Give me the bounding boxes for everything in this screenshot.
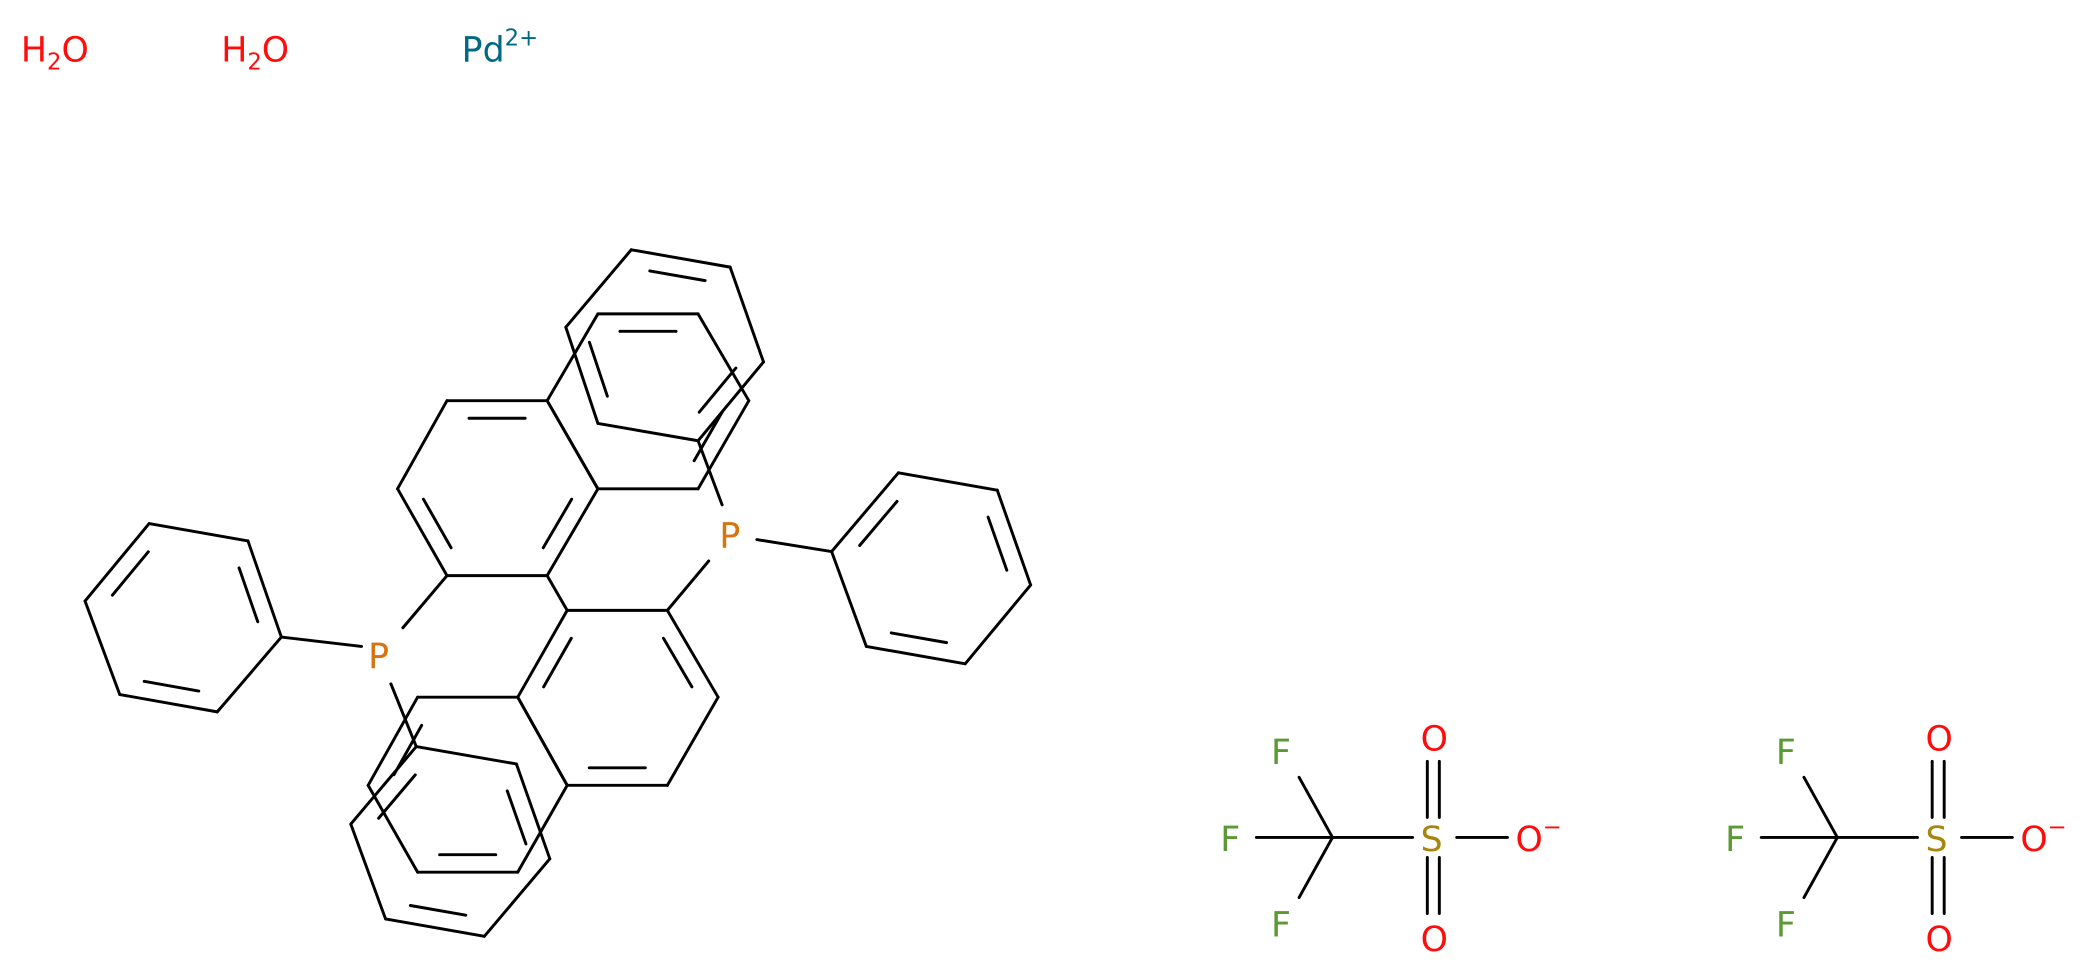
- aromatic-inner-bond: [408, 904, 468, 917]
- p-c-bond: [755, 538, 834, 554]
- ring-bond: [246, 539, 283, 639]
- ring-bond: [728, 265, 765, 364]
- ring-bond: [830, 471, 900, 554]
- ring-bond: [564, 248, 633, 329]
- ring-bond: [516, 695, 569, 787]
- ring-bond: [864, 644, 967, 666]
- phosphorus-1-label: P: [368, 637, 389, 677]
- ring-bond: [830, 550, 868, 648]
- p-c-bond: [279, 635, 363, 648]
- aromatic-inner-bond: [986, 515, 1009, 572]
- aromatic-inner-bond: [542, 636, 573, 689]
- ring-bond: [665, 695, 720, 787]
- ring-bond: [349, 745, 418, 826]
- ring-bond: [696, 312, 751, 403]
- ring-bond: [396, 399, 449, 491]
- ring-bond: [564, 325, 600, 425]
- sulfur-label: S: [1925, 820, 1947, 860]
- ring-bond: [545, 399, 600, 491]
- aromatic-inner-bond: [421, 497, 453, 550]
- c-f-bond: [1802, 835, 1839, 900]
- c-f-bond: [1802, 775, 1839, 839]
- fluorine-label: F: [1220, 820, 1240, 860]
- ring-bond: [118, 693, 219, 714]
- aromatic-inner-bond: [587, 340, 609, 398]
- fluorine-label: F: [1271, 905, 1291, 945]
- ring-bond: [629, 248, 732, 269]
- p-c-bond: [696, 439, 724, 507]
- oxygen-anion-label: O−: [2020, 815, 2066, 860]
- ring-bond: [482, 857, 552, 938]
- water-1-label: H2O: [21, 30, 89, 75]
- aromatic-inner-bond: [377, 773, 417, 820]
- aromatic-inner-bond: [661, 636, 694, 689]
- bonds: [83, 248, 2014, 938]
- aromatic-inner-bond: [692, 409, 725, 463]
- ring-bond: [963, 583, 1033, 666]
- aromatic-inner-bond: [541, 497, 574, 550]
- oxygen-anion-label: O−: [1515, 815, 1561, 860]
- sulfur-label: S: [1421, 820, 1443, 860]
- ring-bond: [696, 360, 765, 443]
- p-c-bond: [665, 559, 711, 612]
- c-f-bond: [1297, 835, 1334, 900]
- ring-bond: [516, 608, 569, 699]
- p-c-bond: [389, 682, 418, 749]
- aromatic-inner-bond: [648, 269, 707, 283]
- ring-bond: [696, 399, 751, 491]
- water-2-label: H2O: [221, 30, 289, 75]
- aromatic-inner-bond: [889, 631, 949, 645]
- palladium-label: Pd2+: [462, 25, 538, 70]
- ring-bond: [545, 312, 600, 403]
- ring-bond: [366, 783, 420, 874]
- ring-bond: [896, 471, 999, 492]
- ring-bond: [414, 745, 518, 766]
- ring-bond: [396, 487, 449, 578]
- fluorine-label: F: [1776, 905, 1796, 945]
- ring-bond: [83, 599, 122, 696]
- ring-bond: [83, 522, 151, 603]
- aromatic-inner-bond: [142, 679, 201, 693]
- oxygen-label: O: [1925, 920, 1952, 960]
- fluorine-label: F: [1776, 733, 1796, 773]
- aromatic-inner-bond: [858, 499, 899, 547]
- ring-bond: [366, 695, 420, 787]
- triflate-1: F F F S O O O−: [1220, 720, 1562, 960]
- p-c-bond: [401, 574, 449, 630]
- oxygen-label: O: [1421, 720, 1448, 760]
- biaryl-bond: [545, 574, 569, 612]
- triflate-2: F F F S O O O−: [1725, 720, 2067, 960]
- ring-bond: [665, 608, 720, 699]
- ring-bond: [995, 488, 1033, 587]
- ring-bond: [147, 522, 250, 543]
- ring-bond: [349, 822, 388, 921]
- c-f-bond: [1297, 775, 1334, 839]
- phosphorus-2-label: P: [719, 517, 740, 557]
- oxygen-label: O: [1925, 720, 1952, 760]
- ring-bond: [545, 487, 600, 578]
- oxygen-label: O: [1421, 920, 1448, 960]
- aromatic-inner-bond: [237, 566, 260, 624]
- aromatic-inner-bond: [697, 366, 738, 414]
- ring-bond: [514, 762, 552, 861]
- aromatic-inner-bond: [505, 789, 528, 846]
- fluorine-label: F: [1271, 733, 1291, 773]
- ring-bond: [215, 635, 283, 714]
- ring-bond: [516, 783, 569, 874]
- fluorine-label: F: [1725, 820, 1745, 860]
- ring-bond: [384, 917, 486, 938]
- ring-bond: [596, 421, 700, 443]
- aromatic-inner-bond: [110, 550, 150, 597]
